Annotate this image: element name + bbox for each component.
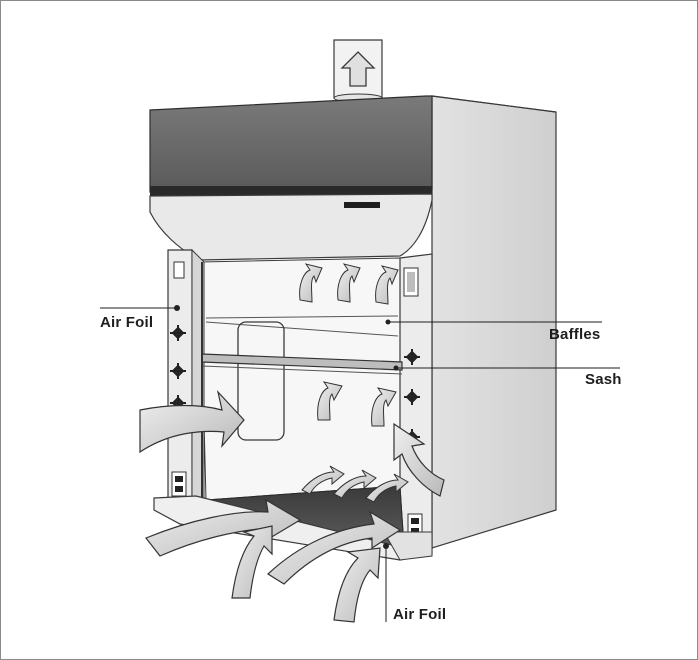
- airflow-arrow-icon: [333, 469, 377, 499]
- leader-lines: [100, 307, 620, 622]
- baffle-line: [205, 321, 399, 337]
- outlet-icon: [171, 471, 187, 497]
- control-knob-icon: [170, 325, 186, 341]
- airflow-arrow-icon: [393, 422, 445, 497]
- control-switch: [173, 261, 185, 279]
- airflow-arrow-icon: [333, 547, 381, 623]
- airflow-arrow-icon: [145, 498, 302, 557]
- fascia-slot: [344, 202, 380, 208]
- control-knob-icon: [170, 363, 186, 379]
- air-foil-bottom-label: Air Foil: [393, 606, 447, 623]
- baffles-label: Baffles: [549, 326, 601, 343]
- hood-top-housing: [149, 95, 433, 196]
- control-knob-icon: [404, 389, 420, 405]
- control-knob-icon: [404, 349, 420, 365]
- airflow-arrow-icon: [231, 525, 273, 599]
- airflow-arrow-icon: [365, 473, 409, 503]
- airflow-arrow-icon: [139, 389, 245, 454]
- sash: [201, 262, 403, 500]
- airflow-arrow-icon: [337, 263, 361, 303]
- left-front-post: [167, 248, 205, 513]
- baffle-line: [205, 315, 399, 319]
- airflow-arrow-icon: [301, 465, 345, 495]
- sash-label: Sash: [585, 371, 622, 388]
- right-front-post: [399, 253, 433, 549]
- airflow-arrow-icon: [317, 381, 343, 421]
- exhaust-arrow-icon: [340, 51, 376, 87]
- airflow-arrow-icon: [299, 263, 323, 303]
- airflow-arrow-icon: [267, 510, 402, 585]
- sash-window-outline: [237, 321, 285, 441]
- front-fascia: [149, 193, 433, 261]
- air-foil-left-label: Air Foil: [100, 314, 154, 331]
- airflow-arrow-icon: [375, 265, 399, 305]
- airflow-arrow-icon: [371, 387, 397, 427]
